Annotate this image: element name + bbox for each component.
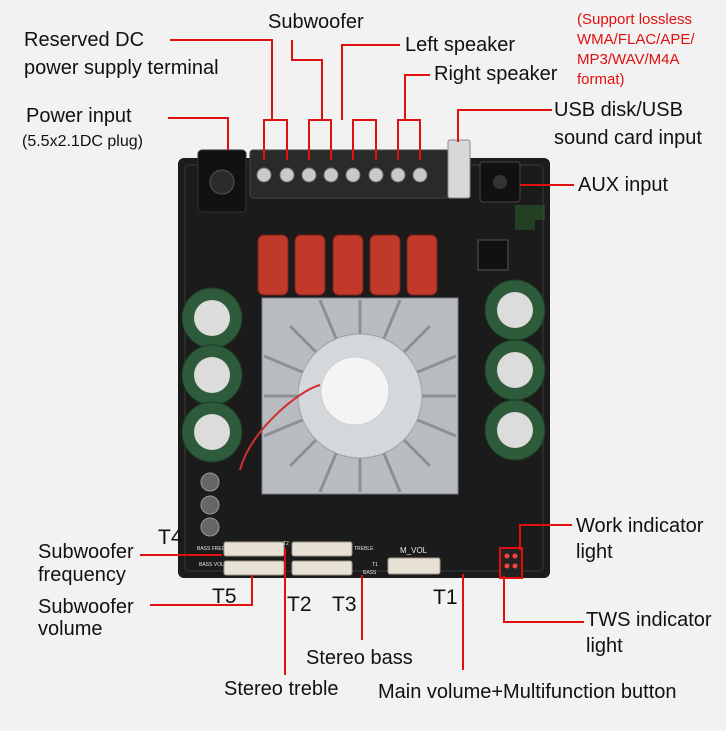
connector-t2 bbox=[291, 541, 353, 557]
label-sub-freq-2: frequency bbox=[38, 564, 126, 586]
connector-t5 bbox=[223, 560, 285, 576]
label-t3: T3 bbox=[332, 593, 357, 616]
label-t1: T1 bbox=[433, 586, 458, 609]
label-sub-freq-1: Subwoofer bbox=[38, 541, 134, 563]
silk-bass-vol: BASS VOL bbox=[199, 562, 224, 568]
label-sub-vol-2: volume bbox=[38, 618, 103, 640]
label-power-input: Power input bbox=[26, 105, 132, 127]
label-work-indicator-2: light bbox=[576, 541, 613, 563]
callout-lines bbox=[140, 39, 584, 675]
label-subwoofer: Subwoofer bbox=[268, 11, 364, 33]
silk-m-vol: M_VOL bbox=[400, 546, 428, 555]
label-usb-2: sound card input bbox=[554, 127, 702, 149]
decoder-chip bbox=[477, 239, 509, 271]
label-stereo-bass: Stereo bass bbox=[306, 647, 413, 669]
capacitors-right bbox=[484, 279, 546, 461]
heatsink-center-pad bbox=[320, 356, 390, 426]
label-t2: T2 bbox=[287, 593, 312, 616]
silk-t2: T2 bbox=[283, 541, 289, 547]
label-t5: T5 bbox=[212, 585, 237, 608]
silk-treble: TREBLE bbox=[354, 546, 374, 552]
label-tws-1: TWS indicator bbox=[586, 609, 712, 631]
silk-bass: BASS bbox=[363, 570, 377, 576]
indicator-led-area bbox=[499, 547, 523, 579]
label-formats-2: WMA/FLAC/APE/ bbox=[577, 31, 695, 48]
label-work-indicator-1: Work indicator bbox=[576, 515, 704, 537]
label-stereo-treble: Stereo treble bbox=[224, 678, 339, 700]
silk-bass-freq: BASS FREQ bbox=[197, 546, 226, 552]
capacitors-left bbox=[181, 287, 243, 463]
label-left-speaker: Left speaker bbox=[405, 34, 516, 56]
label-t4: T4 bbox=[158, 526, 183, 549]
label-reserved-dc-2: power supply terminal bbox=[24, 57, 219, 79]
label-formats-3: MP3/WAV/M4A bbox=[577, 51, 680, 68]
potentiometer-connectors bbox=[223, 541, 441, 576]
label-sub-vol-1: Subwoofer bbox=[38, 596, 134, 618]
connector-t3 bbox=[291, 560, 353, 576]
connector-t1 bbox=[387, 557, 441, 575]
label-usb-1: USB disk/USB bbox=[554, 99, 683, 121]
label-main-volume: Main volume+Multifunction button bbox=[378, 681, 677, 703]
label-power-input-spec: (5.5x2.1DC plug) bbox=[22, 133, 143, 150]
label-tws-2: light bbox=[586, 635, 623, 657]
label-reserved-dc-1: Reserved DC bbox=[24, 29, 145, 51]
label-formats-4: format) bbox=[577, 71, 625, 88]
usb-port bbox=[447, 139, 471, 199]
label-formats-1: (Support lossless bbox=[577, 11, 693, 28]
heatsink bbox=[261, 297, 459, 495]
terminal-screws bbox=[256, 167, 428, 183]
connector-t4 bbox=[223, 541, 285, 557]
silk-t1: T1 bbox=[372, 562, 378, 568]
inductors bbox=[257, 234, 438, 296]
label-aux: AUX input bbox=[578, 174, 669, 196]
label-right-speaker: Right speaker bbox=[434, 63, 558, 85]
